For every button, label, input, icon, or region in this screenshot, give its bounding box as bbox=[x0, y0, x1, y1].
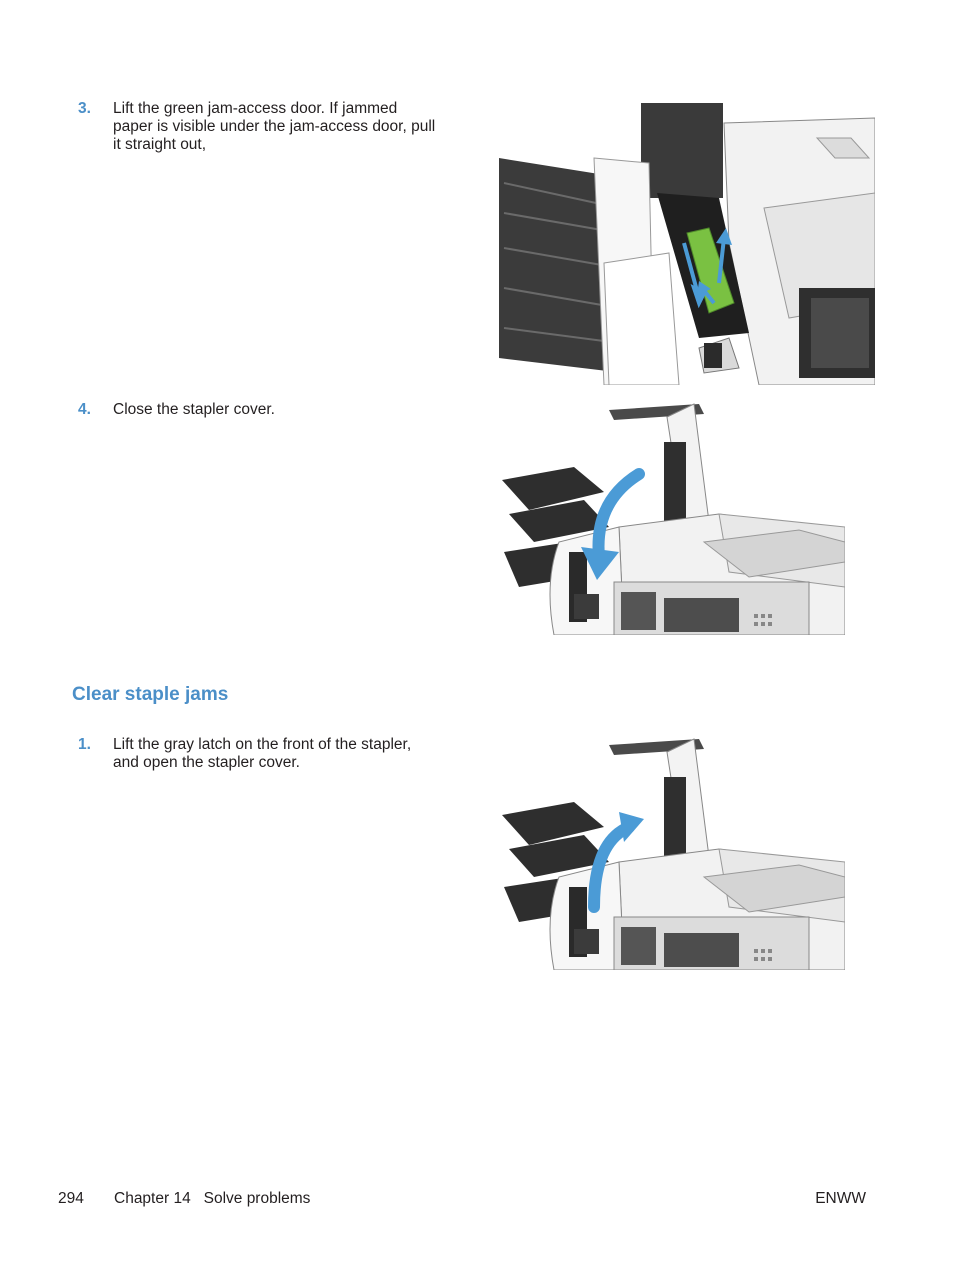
footer-locale-code: ENWW bbox=[815, 1190, 866, 1207]
step-number: 3. bbox=[78, 100, 91, 117]
open-stapler-cover-illustration bbox=[499, 737, 845, 970]
step-text: Lift the green jam-access door. If jamme… bbox=[113, 100, 436, 153]
step-text: Close the stapler cover. bbox=[113, 401, 275, 418]
keypad-icon bbox=[754, 614, 772, 626]
close-arrow-icon bbox=[592, 468, 645, 563]
jam-access-door-illustration bbox=[499, 103, 875, 385]
step-text: Lift the gray latch on the front of the … bbox=[113, 736, 412, 771]
step-number: 4. bbox=[78, 401, 91, 418]
keypad-icon bbox=[754, 949, 772, 961]
section-heading: Clear staple jams bbox=[72, 684, 229, 705]
footer-chapter: Chapter 14 Solve problems bbox=[114, 1190, 311, 1207]
close-stapler-cover-illustration bbox=[499, 402, 845, 635]
footer-page-number: 294 bbox=[58, 1190, 84, 1207]
step-number: 1. bbox=[78, 736, 91, 753]
